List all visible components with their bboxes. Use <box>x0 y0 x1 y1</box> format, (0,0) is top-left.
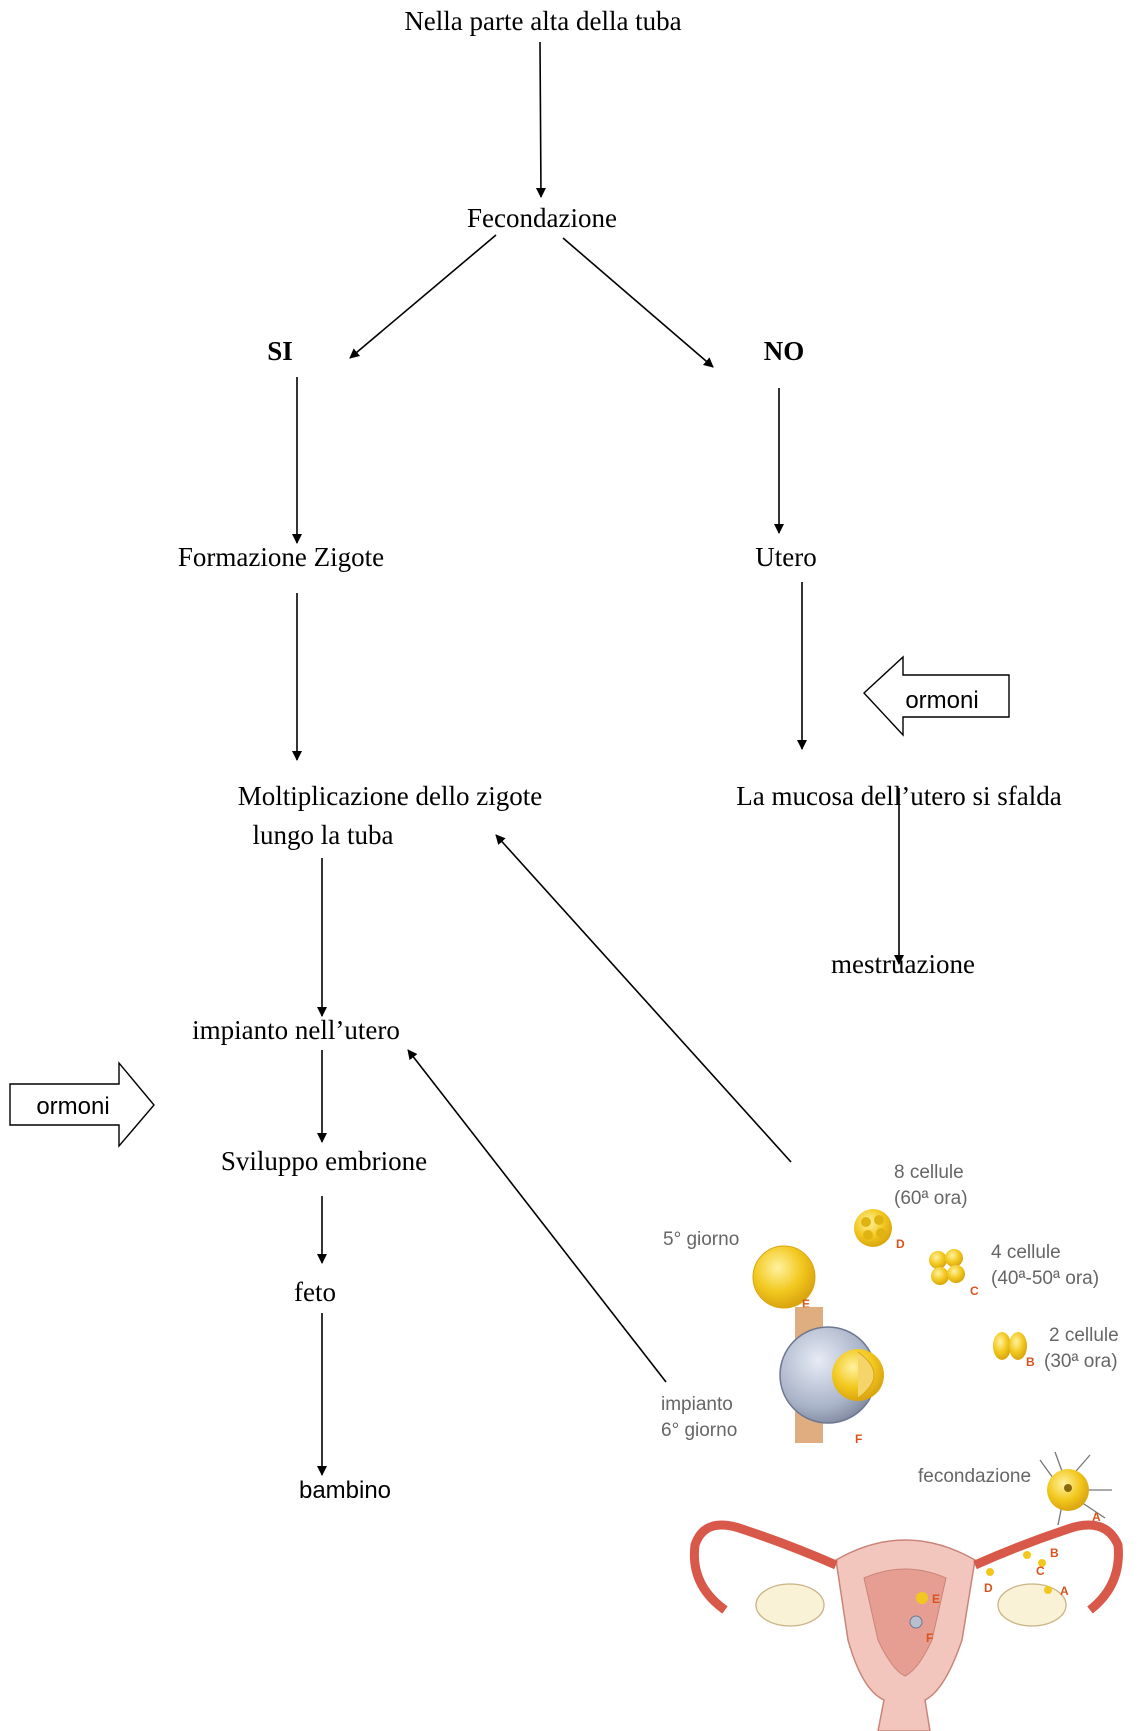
letter-f: F <box>855 1432 862 1446</box>
node-utero: Utero <box>755 542 816 572</box>
letter-d: D <box>896 1237 905 1251</box>
node-si: SI <box>267 336 293 366</box>
cell-blastocyst <box>752 1245 816 1309</box>
hormone-arrow-right: ormoni <box>863 655 1010 737</box>
node-formazione-zigote: Formazione Zigote <box>178 542 384 572</box>
arrow-illustration-to-impianto <box>407 1049 667 1383</box>
node-no: NO <box>764 336 805 366</box>
letter-c: C <box>970 1284 979 1298</box>
label-8-cellule: 8 cellule <box>894 1162 964 1183</box>
arrow-fecondazione-to-no <box>562 237 714 368</box>
letter-b: B <box>1026 1355 1035 1369</box>
uterus-letter-b: B <box>1050 1546 1059 1560</box>
implantation-blastocyst <box>779 1307 884 1443</box>
label-fecondazione: fecondazione <box>918 1466 1031 1487</box>
node-fecondazione: Fecondazione <box>467 203 617 233</box>
embryo-development-illustration: 8 cellule (60ª ora) 5° giorno 4 cellule … <box>661 1162 1123 1731</box>
uterus-anatomy <box>689 1520 1123 1731</box>
letter-a: A <box>1092 1510 1101 1524</box>
node-sviluppo: Sviluppo embrione <box>221 1146 427 1176</box>
node-moltiplicazione-line1: Moltiplicazione dello zigote <box>238 781 542 811</box>
cell-4-stage <box>929 1249 965 1285</box>
label-30-ora: (30ª ora) <box>1044 1351 1118 1372</box>
arrow-illustration-to-moltiplicazione <box>495 834 792 1163</box>
hormone-arrow-right-label: ormoni <box>905 687 978 714</box>
hormone-arrow-left-label: ormoni <box>36 1093 109 1120</box>
node-moltiplicazione-line2: lungo la tuba <box>253 820 394 850</box>
uterus-letter-a: A <box>1060 1584 1069 1598</box>
label-60-ora: (60ª ora) <box>894 1188 968 1209</box>
uterus-letter-d: D <box>984 1581 993 1595</box>
arrow-top-to-fecondazione <box>535 41 546 198</box>
node-mestruazione: mestruazione <box>831 949 975 979</box>
node-bambino: bambino <box>299 1477 391 1504</box>
letter-e: E <box>802 1297 810 1311</box>
uterus-letter-c: C <box>1036 1564 1045 1578</box>
node-top: Nella parte alta della tuba <box>404 6 681 36</box>
label-6-giorno: 6° giorno <box>661 1420 737 1441</box>
label-2-cellule: 2 cellule <box>1049 1325 1119 1346</box>
cell-2-stage <box>993 1332 1027 1360</box>
fertilized-egg <box>1039 1451 1112 1526</box>
node-impianto: impianto nell’utero <box>192 1015 400 1045</box>
label-40-50-ora: (40ª-50ª ora) <box>991 1268 1099 1289</box>
hormone-arrow-left: ormoni <box>9 1061 155 1148</box>
label-impianto: impianto <box>661 1394 733 1415</box>
uterus-letter-f: F <box>926 1631 933 1645</box>
node-mucosa: La mucosa dell’utero si sfalda <box>736 781 1061 811</box>
arrow-fecondazione-to-si <box>349 234 497 359</box>
label-4-cellule: 4 cellule <box>991 1242 1061 1263</box>
cell-8-stage <box>854 1209 892 1247</box>
label-5-giorno: 5° giorno <box>663 1229 739 1250</box>
node-feto: feto <box>294 1277 336 1307</box>
uterus-letter-e: E <box>932 1592 940 1606</box>
